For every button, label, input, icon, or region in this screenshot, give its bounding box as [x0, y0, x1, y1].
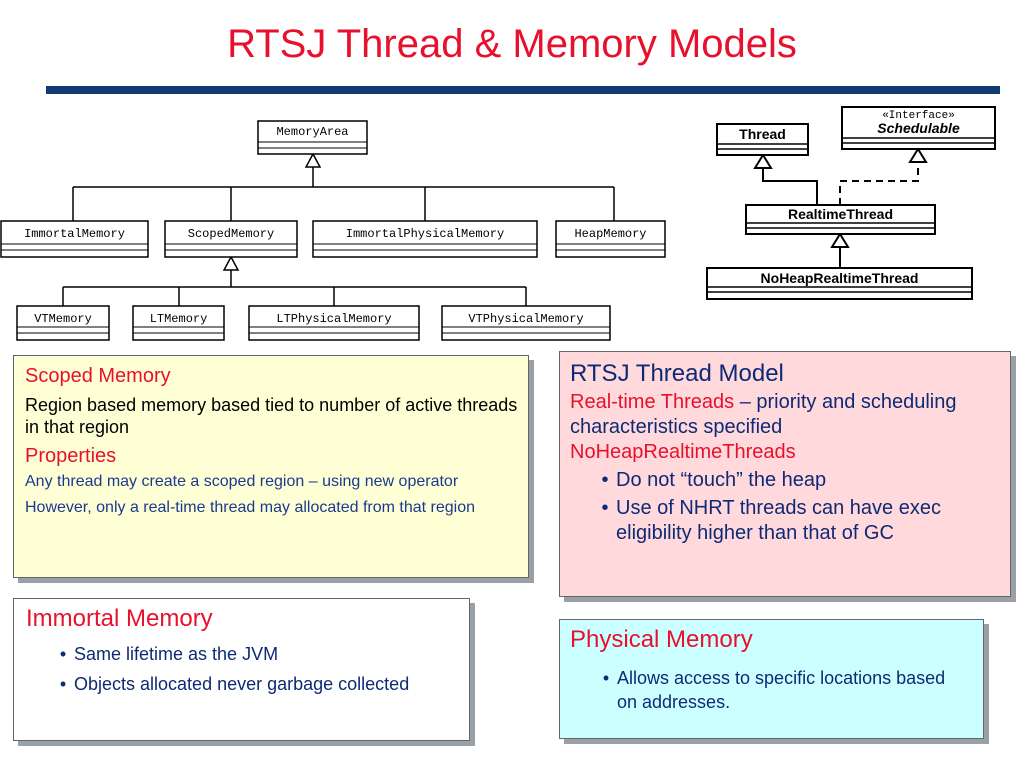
- interface-schedulable: «Interface» Schedulable: [841, 106, 996, 150]
- realtime-threads-desc: – priority and scheduling characteristic…: [570, 391, 957, 438]
- class-immortalmemory: ImmortalMemory: [0, 220, 149, 258]
- immortal-bullet-text: Objects allocated never garbage collecte…: [74, 674, 410, 694]
- immortal-bullet: • Same lifetime as the JVM: [26, 643, 459, 665]
- class-memoryarea-label: MemoryArea: [276, 125, 348, 139]
- scoped-memory-box: Scoped Memory Region based memory based …: [13, 355, 529, 578]
- nhrt-label: NoHeapRealtimeThreads: [570, 441, 796, 463]
- class-vtmemory: VTMemory: [16, 305, 110, 341]
- thread-bullet-text: Use of NHRT threads can have exec eligib…: [616, 497, 941, 544]
- class-heapmemory: HeapMemory: [555, 220, 666, 258]
- bullet-dot: •: [59, 644, 67, 664]
- scoped-memory-description: Region based memory based tied to number…: [25, 395, 518, 437]
- thread-model-box: RTSJ Thread Model Real-time Threads – pr…: [559, 351, 1011, 597]
- scoped-memory-heading: Scoped Memory: [25, 365, 171, 387]
- class-thread-label: Thread: [739, 126, 786, 142]
- class-thread: Thread: [716, 123, 809, 156]
- thread-bullet-text: Do not “touch” the heap: [616, 469, 827, 491]
- class-realtimethread: RealtimeThread: [745, 204, 936, 235]
- title-divider: [46, 86, 1000, 94]
- bullet-dot: •: [602, 668, 610, 688]
- class-vtphysicalmemory: VTPhysicalMemory: [441, 305, 611, 341]
- immortal-memory-heading: Immortal Memory: [26, 605, 213, 632]
- realtime-threads-label: Real-time Threads: [570, 391, 735, 413]
- memory-hierarchy-lines: [62, 167, 615, 306]
- immortal-memory-box: Immortal Memory • Same lifetime as the J…: [13, 598, 470, 741]
- slide-title: RTSJ Thread & Memory Models: [227, 22, 797, 66]
- physical-bullet-text: Allows access to specific locations base…: [617, 668, 946, 712]
- class-immortalphysicalmemory: ImmortalPhysicalMemory: [312, 220, 538, 258]
- class-immortalmemory-label: ImmortalMemory: [24, 227, 125, 241]
- bullet-dot: •: [59, 674, 67, 694]
- scoped-property-item: Any thread may create a scoped region – …: [25, 473, 459, 490]
- physical-memory-box: Physical Memory • Allows access to speci…: [559, 619, 984, 739]
- class-immortalphysicalmemory-label: ImmortalPhysicalMemory: [346, 227, 504, 241]
- immortal-bullet: • Objects allocated never garbage collec…: [26, 673, 459, 695]
- class-vtphysicalmemory-label: VTPhysicalMemory: [468, 312, 583, 326]
- class-memoryarea: MemoryArea: [257, 120, 368, 155]
- interface-stereotype: «Interface»: [882, 110, 955, 122]
- bullet-dot: •: [601, 469, 609, 491]
- interface-schedulable-label: Schedulable: [877, 120, 960, 136]
- realtime-threads-text: Real-time Threads – priority and schedul…: [570, 390, 1002, 440]
- class-ltphysicalmemory-label: LTPhysicalMemory: [276, 312, 391, 326]
- class-realtimethread-label: RealtimeThread: [788, 206, 893, 222]
- scoped-property-item: However, only a real-time thread may all…: [25, 499, 475, 516]
- immortal-bullet-text: Same lifetime as the JVM: [74, 644, 279, 664]
- class-ltmemory-label: LTMemory: [150, 312, 208, 326]
- implements-line: [839, 161, 919, 205]
- uml-diagrams: MemoryArea ImmortalMemory ScopedMemory I…: [0, 106, 996, 341]
- scoped-properties-heading: Properties: [25, 445, 117, 467]
- class-vtmemory-label: VTMemory: [34, 312, 92, 326]
- thread-bullet: • Use of NHRT threads can have exec elig…: [570, 496, 1002, 546]
- class-ltphysicalmemory: LTPhysicalMemory: [248, 305, 420, 341]
- thread-model-heading: RTSJ Thread Model: [570, 360, 784, 387]
- physical-memory-heading: Physical Memory: [570, 626, 753, 653]
- thread-bullet: • Do not “touch” the heap: [570, 468, 1002, 493]
- bullet-dot: •: [601, 497, 609, 519]
- physical-bullet: • Allows access to specific locations ba…: [570, 666, 973, 714]
- class-noheaprealtimethread: NoHeapRealtimeThread: [706, 267, 973, 300]
- thread-hierarchy-lines: [762, 166, 841, 268]
- class-ltmemory: LTMemory: [132, 305, 225, 341]
- class-scopedmemory: ScopedMemory: [164, 220, 298, 258]
- class-noheaprealtimethread-label: NoHeapRealtimeThread: [761, 270, 919, 286]
- class-heapmemory-label: HeapMemory: [574, 227, 646, 241]
- class-scopedmemory-label: ScopedMemory: [188, 227, 274, 241]
